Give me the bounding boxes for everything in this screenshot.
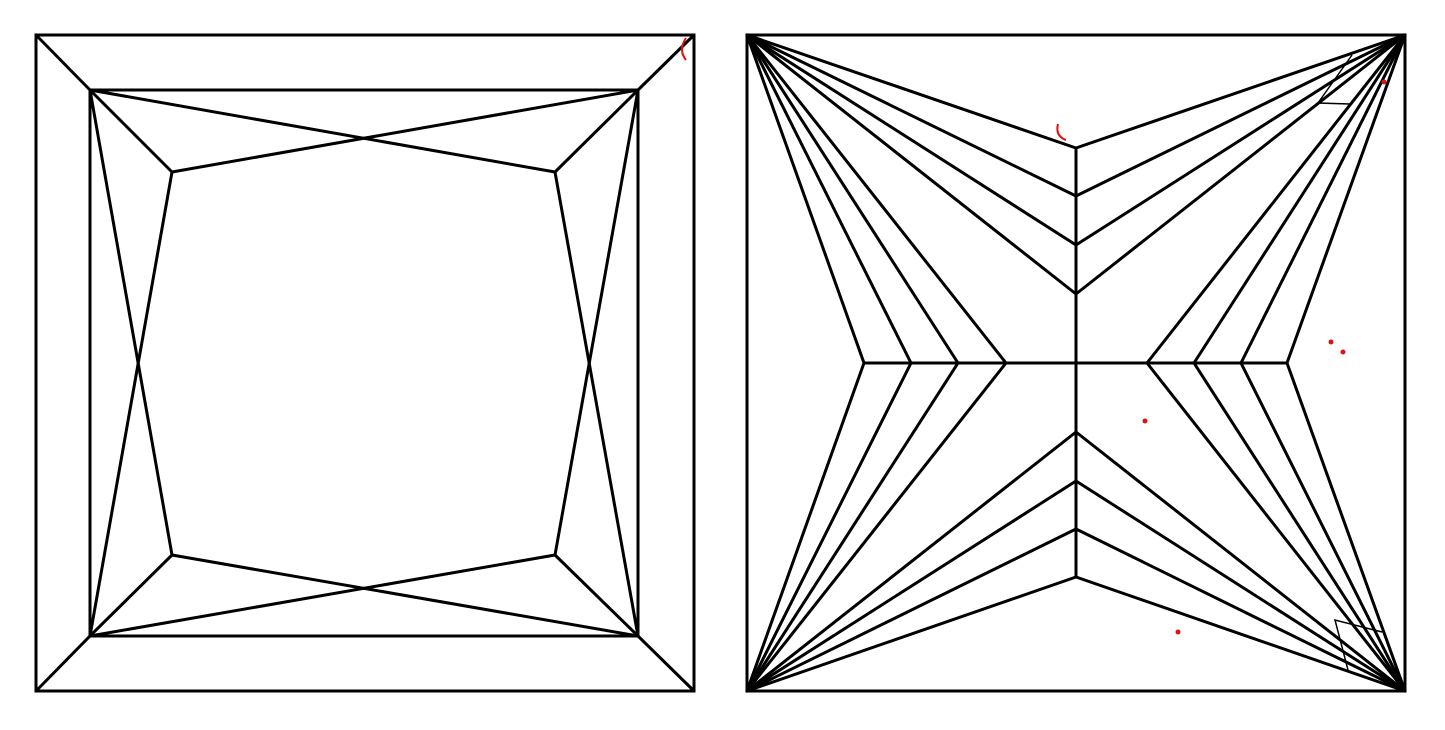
pavilion-diagram <box>745 33 1407 693</box>
facet-line <box>553 553 640 638</box>
facet-line <box>1239 33 1407 365</box>
facet-line <box>745 479 1078 693</box>
crown-facet-lines <box>34 33 696 693</box>
facet-line <box>553 88 640 557</box>
facet-line <box>88 553 174 638</box>
red-dot <box>1381 79 1387 85</box>
facet-line <box>745 361 1008 693</box>
facet-line <box>1074 33 1407 150</box>
crown-outline <box>34 33 696 693</box>
facet-line <box>1145 361 1407 693</box>
facet-line <box>170 88 640 174</box>
facet-line <box>553 170 640 638</box>
crown-table-outline <box>88 88 640 638</box>
facet-line <box>745 33 1008 365</box>
facet-line <box>1285 361 1407 693</box>
red-dot <box>1175 629 1181 635</box>
red-dot <box>1340 349 1346 355</box>
facet-line <box>88 88 174 557</box>
facet-line <box>1285 33 1407 365</box>
facet-line <box>636 634 696 693</box>
facet-line <box>553 88 640 174</box>
facet-line <box>636 33 696 92</box>
facet-line <box>1074 479 1407 693</box>
facet-line <box>1074 430 1407 693</box>
facet-line <box>745 33 913 365</box>
crown-diagram <box>34 33 696 693</box>
facet-line <box>745 33 1078 296</box>
facet-line <box>745 33 960 365</box>
small-facet-bottom-right <box>1333 618 1383 671</box>
small-facet-top-right <box>1316 54 1353 105</box>
facet-line <box>88 170 174 638</box>
facet-line <box>34 33 92 92</box>
facet-line <box>1074 33 1407 247</box>
facet-line <box>88 553 557 638</box>
facet-line <box>745 33 1078 150</box>
facet-line <box>745 575 1078 693</box>
facet-line <box>745 430 1078 693</box>
facet-line <box>1192 361 1407 693</box>
facet-line <box>1074 33 1407 296</box>
pavilion-outline <box>745 33 1407 693</box>
facet-line <box>34 634 92 693</box>
facet-line <box>745 33 866 365</box>
facet-line <box>745 361 960 693</box>
facet-line <box>1074 575 1407 693</box>
facet-line <box>745 33 1078 198</box>
facet-line <box>745 33 1078 247</box>
facet-line <box>88 88 174 174</box>
red-dot <box>1328 339 1334 345</box>
facet-line <box>745 361 866 693</box>
facet-line <box>745 361 913 693</box>
facet-line <box>88 88 557 174</box>
pavilion-facet-lines <box>745 33 1407 693</box>
red-mark <box>1056 123 1067 141</box>
facet-line <box>170 553 640 638</box>
facet-line <box>1239 361 1407 693</box>
red-dot <box>1142 418 1148 424</box>
facet-line <box>1192 33 1407 365</box>
facet-line <box>1074 33 1407 198</box>
facet-line <box>1074 527 1407 693</box>
facet-line <box>745 527 1078 693</box>
facet-line <box>1145 33 1407 365</box>
red-mark <box>681 37 687 61</box>
